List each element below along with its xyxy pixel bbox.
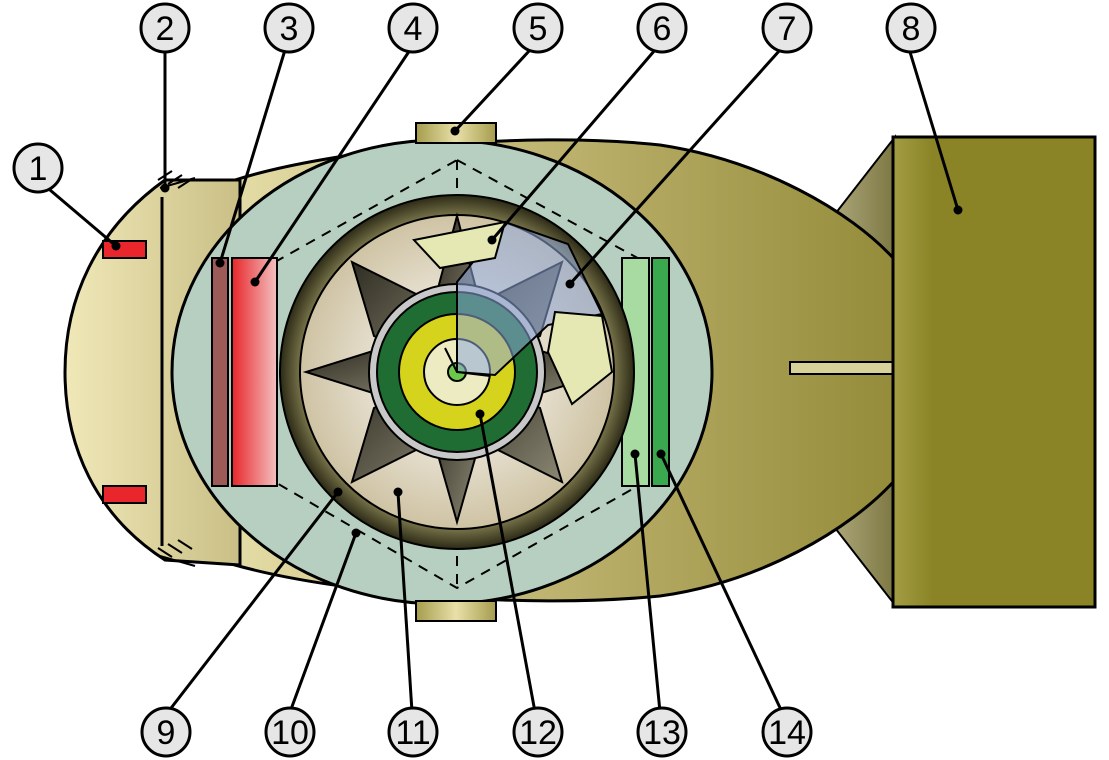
tail-strut <box>789 361 901 375</box>
callout-4: 4 <box>387 2 439 54</box>
svg-text:5: 5 <box>529 10 548 48</box>
callout-14: 14 <box>761 706 813 758</box>
callout-6: 6 <box>636 2 688 54</box>
red-block <box>231 257 278 487</box>
cutaway-wedge <box>456 220 604 377</box>
callout-12: 12 <box>512 706 564 758</box>
cutaway-light-panel-right <box>546 310 614 406</box>
green-block <box>651 257 670 487</box>
tail-box <box>891 135 1097 609</box>
svg-text:9: 9 <box>157 714 176 752</box>
svg-text:7: 7 <box>778 10 797 48</box>
cut-line-1 <box>444 347 458 373</box>
svg-text:13: 13 <box>643 714 681 752</box>
leader-lines <box>49 48 960 713</box>
callout-3: 3 <box>263 2 315 54</box>
antenna-bottom <box>157 539 196 567</box>
svg-text:1: 1 <box>29 150 48 188</box>
callout-13: 13 <box>636 706 688 758</box>
svg-text:2: 2 <box>156 10 175 48</box>
svg-text:3: 3 <box>280 10 299 48</box>
svg-text:11: 11 <box>395 714 430 752</box>
svg-text:6: 6 <box>653 10 672 48</box>
svg-text:8: 8 <box>902 10 921 48</box>
callout-1: 1 <box>12 142 64 194</box>
cut-line-2 <box>456 371 491 377</box>
svg-text:12: 12 <box>519 714 557 752</box>
leader-dots <box>111 126 963 538</box>
callout-5: 5 <box>512 2 564 54</box>
fuze-sensor-top <box>102 240 147 259</box>
callout-9: 9 <box>140 706 192 758</box>
fuze-sensor-bottom <box>102 485 147 504</box>
lug-bottom <box>415 600 497 622</box>
callout-2: 2 <box>139 2 191 54</box>
callout-11: 11 <box>387 706 439 758</box>
callout-10: 10 <box>264 706 316 758</box>
svg-text:10: 10 <box>271 714 309 752</box>
svg-text:14: 14 <box>768 714 806 752</box>
callout-7: 7 <box>761 2 813 54</box>
callout-8: 8 <box>885 2 937 54</box>
cutaway-light-panel-top <box>412 220 507 270</box>
brown-plate <box>211 257 229 487</box>
svg-text:4: 4 <box>404 10 423 48</box>
